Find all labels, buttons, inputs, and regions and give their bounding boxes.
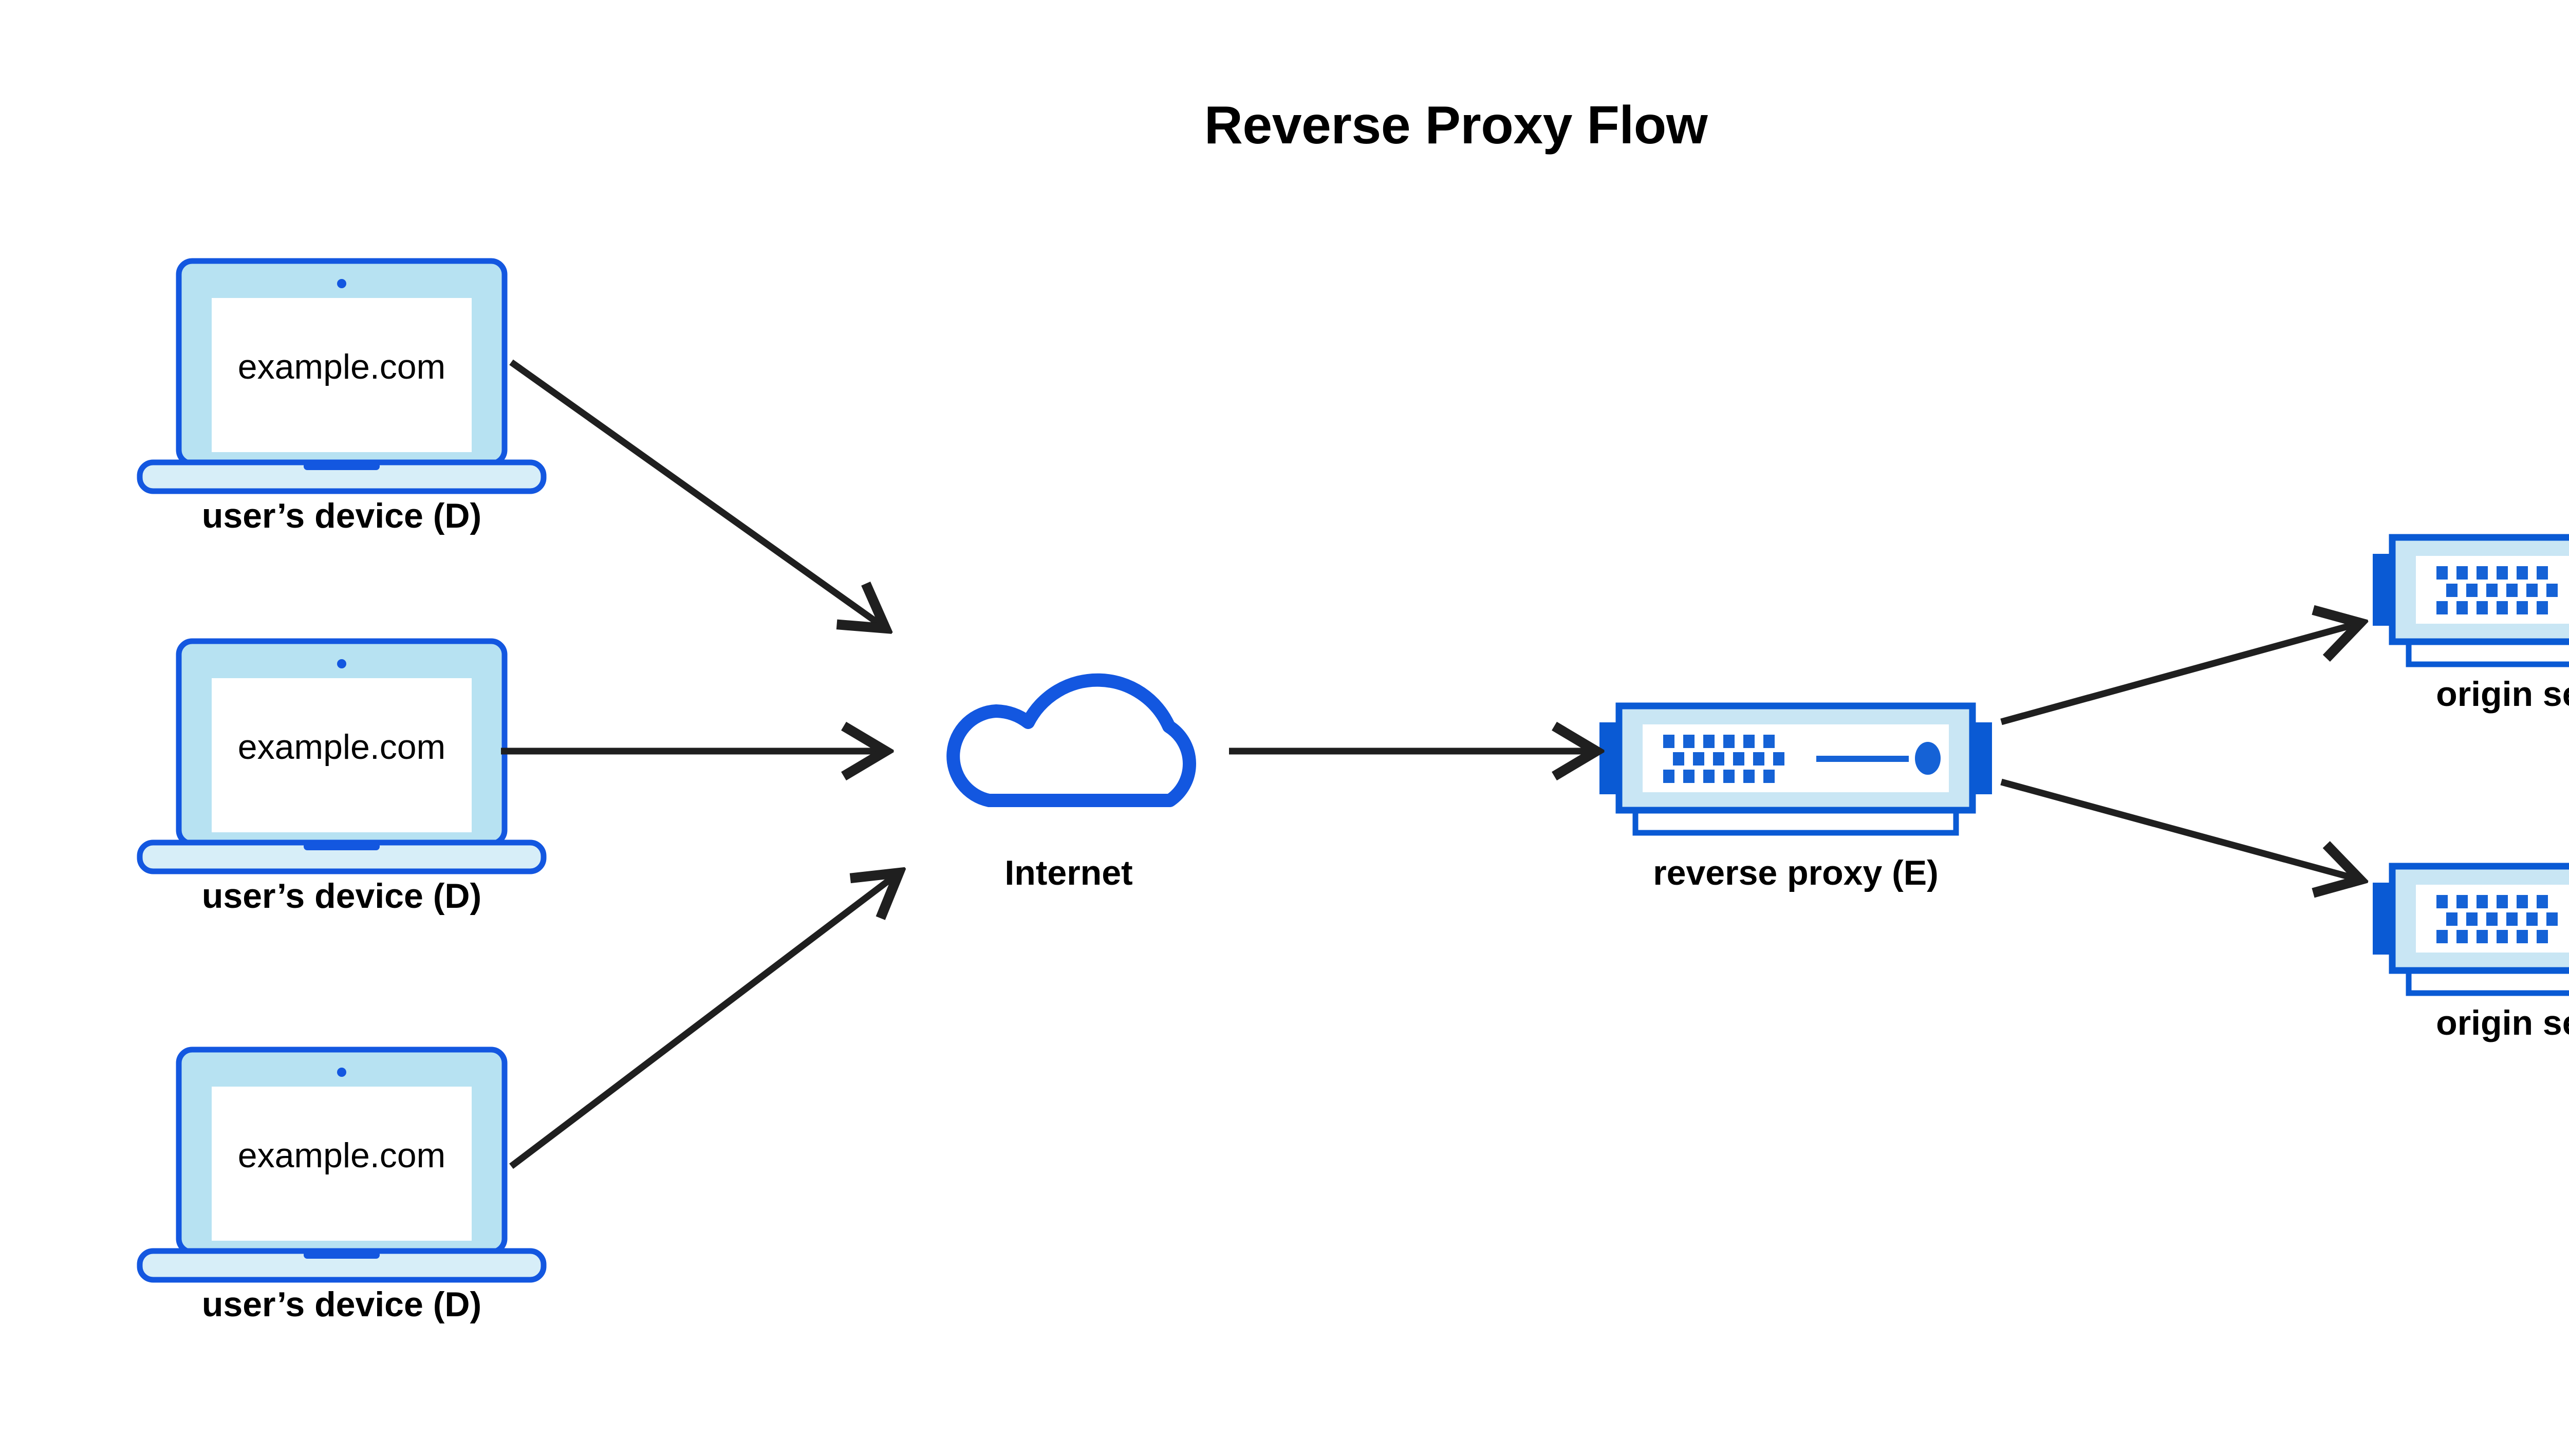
label-device-bottom: user’s device (D) [201,1285,482,1324]
arrow-proxy-to-origin-bottom [2000,778,2359,880]
label-device-middle: user’s device (D) [201,876,482,916]
node-origin-server-bottom[interactable] [2373,866,2569,993]
device-middle-screen-text: example.com [237,727,446,767]
arrow-proxy-to-origin-top [2000,623,2359,725]
page-title: Reverse Proxy Flow [1204,96,1708,155]
label-reverse-proxy: reverse proxy (E) [1653,853,1939,892]
arrow-device-bottom-to-internet [509,873,898,1169]
node-origin-server-top[interactable] [2373,537,2569,664]
arrow-device-top-to-internet [509,359,885,628]
device-bottom-screen-text: example.com [237,1136,446,1175]
label-origin-server-bottom: origin server (F) [2436,1003,2569,1042]
label-device-top: user’s device (D) [201,496,482,535]
node-reverse-proxy[interactable] [1599,706,1992,833]
label-internet: Internet [1004,853,1133,892]
label-origin-server-top: origin server (F) [2436,675,2569,714]
node-internet-cloud[interactable] [953,680,1189,800]
device-top-screen-text: example.com [237,347,446,386]
